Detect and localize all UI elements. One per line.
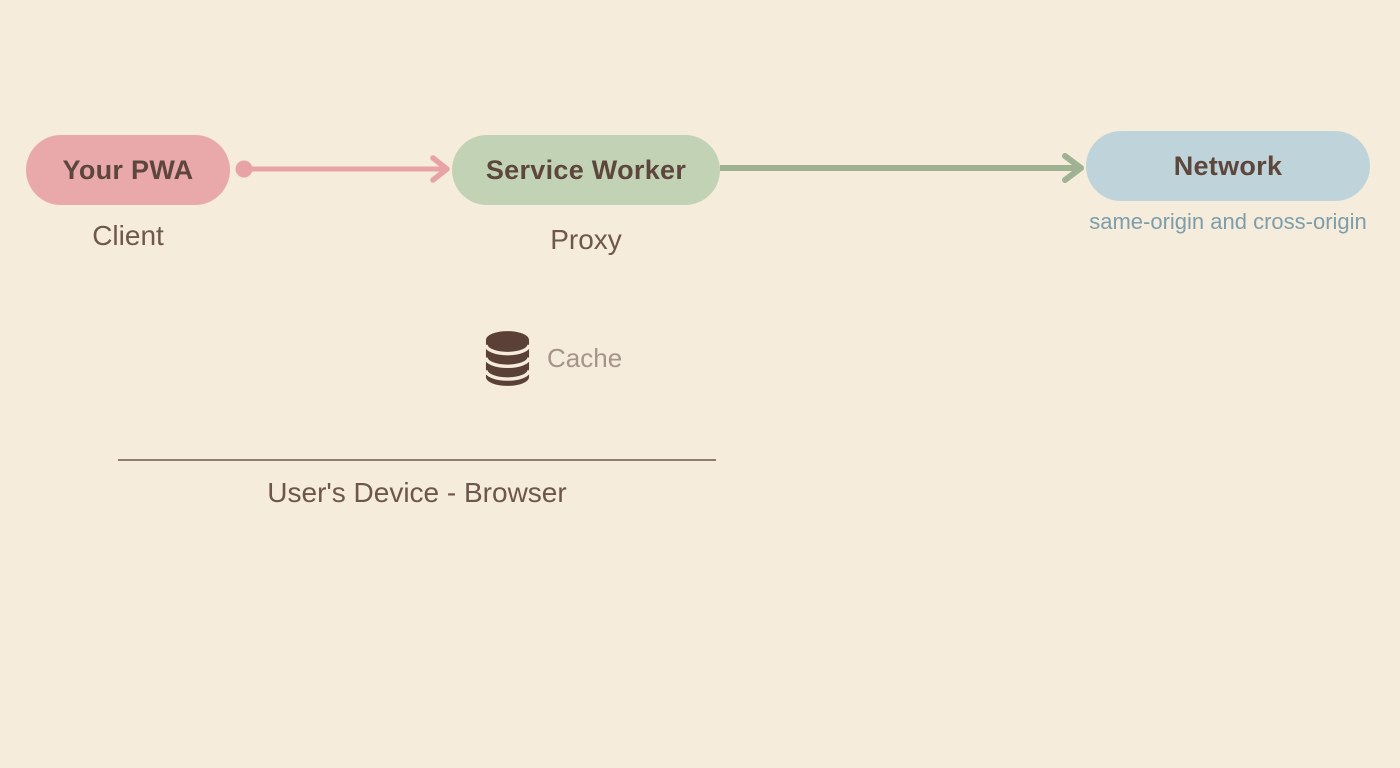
arrow-service-worker-to-network <box>720 153 1084 183</box>
label-client: Client <box>92 220 164 251</box>
node-network-label: Network <box>1173 150 1283 181</box>
cache-group: Cache <box>484 330 622 387</box>
device-boundary-line <box>118 459 716 461</box>
cache-label: Cache <box>547 343 623 373</box>
arrowhead-icon <box>430 155 450 183</box>
device-boundary-label: User's Device - Browser <box>267 477 567 508</box>
arrow-start-dot <box>235 160 253 178</box>
node-service-worker-label: Service Worker <box>485 154 687 185</box>
node-network: Network <box>1086 131 1370 201</box>
database-icon <box>484 331 531 386</box>
node-service-worker: Service Worker <box>452 135 720 205</box>
node-your-pwa-label: Your PWA <box>62 154 194 185</box>
arrow-pwa-to-service-worker <box>235 155 450 183</box>
label-network-origins: same-origin and cross-origin <box>1089 209 1367 234</box>
node-your-pwa: Your PWA <box>26 135 230 205</box>
label-proxy: Proxy <box>550 224 622 255</box>
arrowhead-icon <box>1062 153 1084 183</box>
